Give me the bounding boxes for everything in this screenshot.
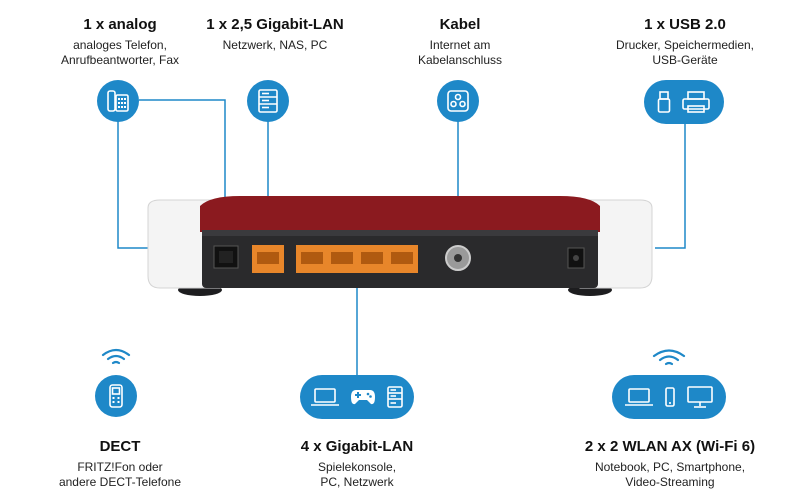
cable-desc-1: Internet am	[429, 37, 491, 52]
coax-socket-icon	[437, 80, 479, 122]
wlan-title: 2 x 2 WLAN AX (Wi-Fi 6)	[584, 438, 756, 455]
lan25-port-label: 1 x 2,5 Gigabit-LAN Netzwerk, NAS, PC	[175, 16, 375, 53]
usb-desc-1: Drucker, Speichermedien,	[615, 37, 755, 52]
router-back-panel	[147, 196, 653, 296]
lan25-title: 1 x 2,5 Gigabit-LAN	[206, 16, 344, 33]
server-icon	[247, 80, 289, 122]
usb-desc-2: USB-Geräte	[652, 52, 718, 67]
wlan-wifi-signal-icon	[651, 348, 687, 373]
lan4-desc-1: Spielekonsole,	[317, 459, 397, 474]
wlan-label: 2 x 2 WLAN AX (Wi-Fi 6) Notebook, PC, Sm…	[555, 438, 785, 490]
usb-printer-icon	[644, 80, 724, 124]
lan4-title: 4 x Gigabit-LAN	[300, 438, 414, 455]
analog-port-label: 1 x analog analoges Telefon, Anrufbeantw…	[30, 16, 210, 68]
lan4-desc-2: PC, Netzwerk	[320, 474, 394, 489]
lan4-label: 4 x Gigabit-LAN Spielekonsole, PC, Netzw…	[257, 438, 457, 490]
cable-desc-2: Kabelanschluss	[417, 52, 503, 67]
dect-desc-1: FRITZ!Fon oder	[77, 459, 163, 474]
analog-title: 1 x analog	[83, 16, 157, 33]
analog-desc-1: analoges Telefon,	[73, 37, 167, 52]
dect-wifi-signal-icon	[100, 348, 132, 371]
dect-desc-2: andere DECT-Telefone	[58, 474, 182, 489]
lan25-desc: Netzwerk, NAS, PC	[222, 37, 328, 52]
laptop-gamepad-server-icon	[300, 375, 414, 419]
telephone-icon	[97, 80, 139, 122]
wifi-devices-icon	[612, 375, 726, 419]
cable-title: Kabel	[439, 16, 481, 33]
analog-desc-2: Anrufbeantworter, Fax	[60, 52, 180, 67]
dect-title: DECT	[99, 438, 141, 455]
cable-port-label: Kabel Internet am Kabelanschluss	[380, 16, 540, 68]
wlan-desc-1: Notebook, PC, Smartphone,	[594, 459, 746, 474]
dect-label: DECT FRITZ!Fon oder andere DECT-Telefone	[20, 438, 220, 490]
usb-port-label: 1 x USB 2.0 Drucker, Speichermedien, USB…	[590, 16, 780, 68]
dect-phone-icon	[95, 375, 137, 417]
usb-title: 1 x USB 2.0	[644, 16, 726, 33]
wlan-desc-2: Video-Streaming	[625, 474, 715, 489]
